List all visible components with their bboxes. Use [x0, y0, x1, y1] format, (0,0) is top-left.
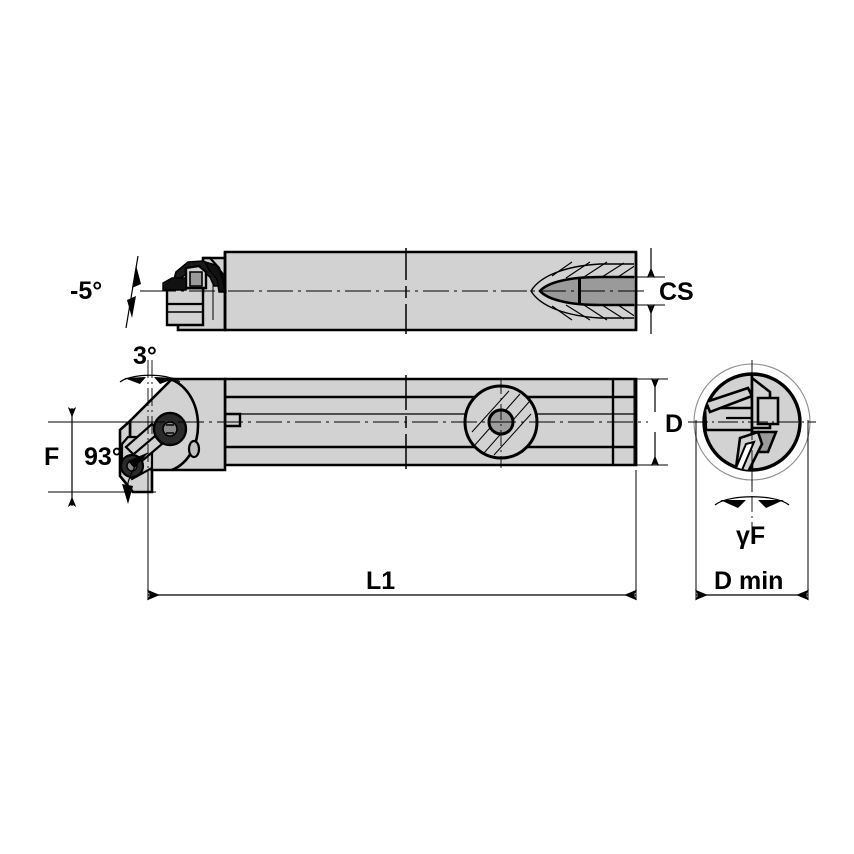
- lead-angle-indicator: [122, 452, 149, 504]
- top-view-coolant-port: [187, 439, 201, 459]
- f-dimension-group: [48, 406, 156, 508]
- side-view-head-transition: [203, 256, 227, 293]
- end-view-insert-highlight: [734, 440, 756, 470]
- dmin-dimension-label: D min: [714, 567, 783, 595]
- end-view-group: γF D min: [688, 360, 816, 601]
- cs-dimension-group: [600, 248, 665, 334]
- side-view-bore-outer-contour: [530, 263, 634, 319]
- end-view-insert-geometry: [704, 374, 780, 470]
- rake-angle-indicator: [125, 255, 170, 329]
- top-view-keyway-notch: [225, 412, 242, 428]
- top-view-head-boss-arc: [169, 377, 200, 472]
- cs-dimension-label: CS: [659, 278, 694, 306]
- end-view-insert-seat-face: [756, 396, 780, 426]
- d-dimension-label: D: [665, 410, 683, 438]
- side-view-clamp-nose: [162, 277, 187, 291]
- lead-angle-label: 93°: [84, 443, 122, 471]
- side-view-group: -5° CS: [70, 248, 694, 334]
- f-dimension-label: F: [44, 443, 59, 471]
- dmin-dimension-group: [694, 420, 810, 601]
- side-angle-indicator: [119, 360, 181, 492]
- top-view-clamp-screw-torx: [166, 424, 174, 434]
- side-view-bore-hatch: [551, 261, 634, 321]
- l1-dimension-label: L1: [366, 567, 395, 595]
- side-angle-label: 3°: [133, 342, 157, 370]
- gamma-f-angle-indicator: [714, 470, 790, 528]
- side-view-clamp-screw: [189, 271, 203, 287]
- side-view-insert-seat: [165, 286, 205, 327]
- gamma-f-label: γF: [736, 522, 765, 550]
- top-view-clamp-screw-socket: [162, 421, 178, 437]
- rake-angle-label: -5°: [70, 277, 102, 305]
- d-dimension-group: [633, 377, 668, 467]
- l1-dimension-group: [146, 470, 638, 601]
- top-view-group: 3° 93° F: [44, 342, 683, 601]
